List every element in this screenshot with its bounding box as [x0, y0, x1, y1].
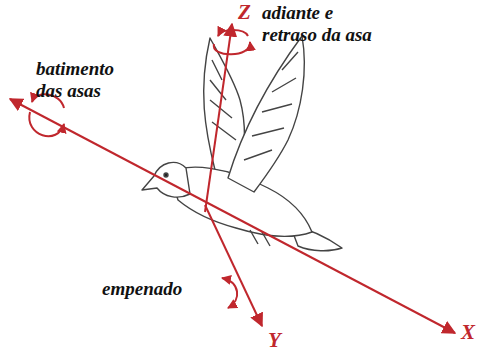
axis-letter: Y — [268, 328, 281, 352]
motion-label: empenado — [102, 278, 182, 300]
axis-letter: Z — [238, 0, 251, 24]
axis-letter: X — [461, 320, 475, 344]
y-axis-line — [205, 205, 262, 326]
bird-head — [142, 162, 190, 197]
rotation-arrow — [218, 30, 248, 36]
bird-drawing — [142, 36, 342, 251]
front-wing-feathers — [244, 52, 298, 160]
rotation-arrow — [222, 278, 237, 308]
wing-feathers — [210, 60, 236, 140]
rotation-arrow — [214, 42, 250, 54]
rotation-arrow — [29, 112, 64, 136]
bird-eye — [164, 173, 168, 177]
front-wing — [228, 36, 304, 192]
motion-label: batimento das asas — [36, 58, 144, 102]
x-axis-line — [10, 99, 455, 333]
motion-label: adiante e retraso da asa — [262, 2, 382, 46]
bird-legs — [250, 230, 270, 246]
